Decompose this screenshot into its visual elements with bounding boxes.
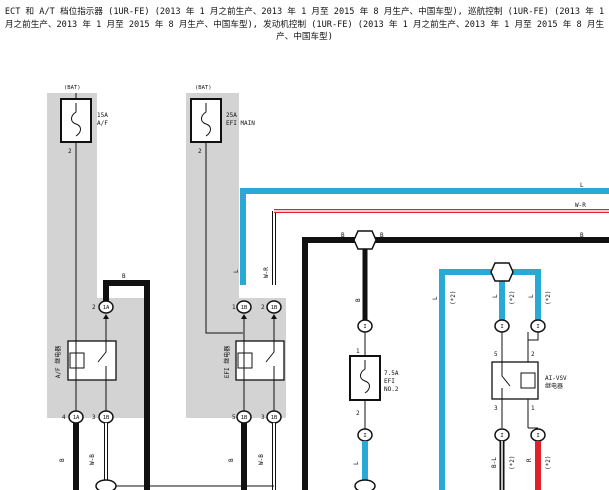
wire-label-L-aivsv-right-star: (*2) xyxy=(545,291,552,305)
relay-af-pin-bl: 4 xyxy=(62,414,66,421)
relay-aivsv-pin-bl: 3 xyxy=(494,405,498,412)
diagram-title: ECT 和 A/T 档位指示器 (1UR-FE) (2013 年 1 月之前生产… xyxy=(0,6,609,44)
splice-af-bottom xyxy=(95,479,117,490)
relay-efi-contact xyxy=(243,316,275,416)
wire-label-WR-left: W-R xyxy=(263,267,270,278)
relay-aivsv-pin-tl: 5 xyxy=(494,351,498,358)
fuse-7-5a-pin-top: 1 xyxy=(356,348,360,355)
splice-fuse-bottom xyxy=(354,479,376,490)
relay-aivsv-label-1: AI-VSV xyxy=(545,375,567,382)
conn-fuse-bottom-label: I xyxy=(363,433,366,439)
fuse-25a-rating: 25A xyxy=(226,112,237,119)
fuse-7-5a-pin-bottom: 2 xyxy=(356,410,360,417)
splice-b xyxy=(353,230,377,250)
wire-B-top xyxy=(302,237,609,490)
wire-label-efi-B: B xyxy=(228,458,235,462)
wire-label-af-B-down: B xyxy=(59,458,66,462)
wire-label-B-top-1: B xyxy=(341,232,345,239)
fuse-15a-name: A/F xyxy=(97,120,108,127)
relay-aivsv-pin-br: 1 xyxy=(531,405,535,412)
wire-label-BL: B-L xyxy=(491,457,498,468)
wire-label-af-WB: W-B xyxy=(89,454,96,465)
splice-l xyxy=(490,262,514,282)
relay-efi-pin-br: 3 xyxy=(261,414,265,421)
conn-af-br-label: 1B xyxy=(103,415,110,421)
wire-label-L-loop: L xyxy=(432,296,439,300)
wire-efi-feed xyxy=(205,142,243,334)
wire-label-L-aivsv-left-star: (*2) xyxy=(509,291,516,305)
relay-aivsv-contact xyxy=(501,362,529,428)
relay-af-pin-br: 3 xyxy=(92,414,96,421)
conn-efi-tr-label: 1B xyxy=(271,305,278,311)
wire-L-loop xyxy=(439,269,541,490)
title-line-3: 产、中国车型) xyxy=(276,32,333,42)
conn-aivsv-bl-label: I xyxy=(500,433,503,439)
wire-af-B-out xyxy=(103,280,150,490)
wire-label-L-left: L xyxy=(233,269,240,273)
arrow-efi-tr xyxy=(271,314,277,319)
fuse-15a-rating: 15A xyxy=(97,112,108,119)
wire-label-B-top-3: B xyxy=(580,232,584,239)
fuse-25a-name: EFI MAIN xyxy=(226,120,255,127)
wire-aivsv-in xyxy=(501,332,539,362)
fuse-7-5a-name-2: NO.2 xyxy=(384,386,399,393)
conn-af-top-label: 1A xyxy=(103,305,110,311)
fuse-25a-source: (BAT) xyxy=(195,85,212,91)
conn-af-bl-label: 1A xyxy=(73,415,80,421)
relay-efi-pin-bl: 5 xyxy=(232,414,236,421)
conn-efi-tl xyxy=(236,300,252,314)
wire-label-L-aivsv-right: L xyxy=(528,294,535,298)
conn-aivsv-tl-label: I xyxy=(500,324,503,330)
relay-efi-pin-tr: 2 xyxy=(261,304,265,311)
conn-efi-tr xyxy=(266,300,282,314)
wire-label-B-top-2: B xyxy=(380,232,384,239)
fuse-7-5a-name-1: EFI xyxy=(384,378,395,385)
wire-label-R-star: (*2) xyxy=(545,456,552,470)
relay-aivsv-pin-tr: 2 xyxy=(531,351,535,358)
wire-label-L-top: L xyxy=(580,182,584,189)
arrow-efi-tl xyxy=(241,314,247,319)
conn-efi-bl-label: 1B xyxy=(241,415,248,421)
wire-label-L-loop-star: (*2) xyxy=(450,291,457,305)
title-line-2: 月之前生产、2013 年 1 月至 2015 年 8 月生产、中国车型), 发动… xyxy=(4,19,605,30)
relay-efi-coil xyxy=(237,352,253,369)
conn-aivsv-tr-label: I xyxy=(536,324,539,330)
fuse-7-5a-link xyxy=(360,360,370,394)
fuse-7-5a-rating: 7.5A xyxy=(384,370,399,377)
wire-label-WR-top: W-R xyxy=(575,202,586,209)
arrow-af-top xyxy=(103,314,109,319)
wire-L-top xyxy=(240,188,609,285)
conn-fuse-top-label: I xyxy=(363,324,366,330)
conn-efi-tl-label: 1B xyxy=(241,305,248,311)
relay-efi-pin-tl: 1 xyxy=(232,304,236,311)
wire-label-BL-star: (*2) xyxy=(509,456,516,470)
relay-aivsv-coil xyxy=(520,372,536,389)
conn-efi-br-label: 1B xyxy=(271,415,278,421)
title-line-1: ECT 和 A/T 档位指示器 (1UR-FE) (2013 年 1 月之前生产… xyxy=(4,7,605,17)
conn-aivsv-br-label: I xyxy=(536,433,539,439)
wire-label-af-B: B xyxy=(122,273,126,280)
wire-label-R: R xyxy=(526,458,533,462)
wire-label-fuse-B: B xyxy=(355,298,362,302)
wire-label-fuse-L: L xyxy=(353,461,360,465)
wire-label-efi-WB: W-B xyxy=(258,454,265,465)
fuse-25a-link xyxy=(201,103,211,137)
relay-af-contact xyxy=(97,316,107,416)
relay-af-label: A/F 继电器 xyxy=(54,346,62,378)
fuse-15a-pin: 2 xyxy=(68,148,72,155)
relay-af-pin-top: 2 xyxy=(92,304,96,311)
wire-label-L-aivsv-left: L xyxy=(492,294,499,298)
fuse-15a-source: (BAT) xyxy=(64,85,81,91)
relay-af-coil xyxy=(69,352,85,369)
relay-aivsv-label-2: 继电器 xyxy=(545,382,563,390)
relay-efi-label: EFI 继电器 xyxy=(223,346,231,378)
fuse-15a-link xyxy=(71,103,81,137)
fuse-25a-pin: 2 xyxy=(198,148,202,155)
